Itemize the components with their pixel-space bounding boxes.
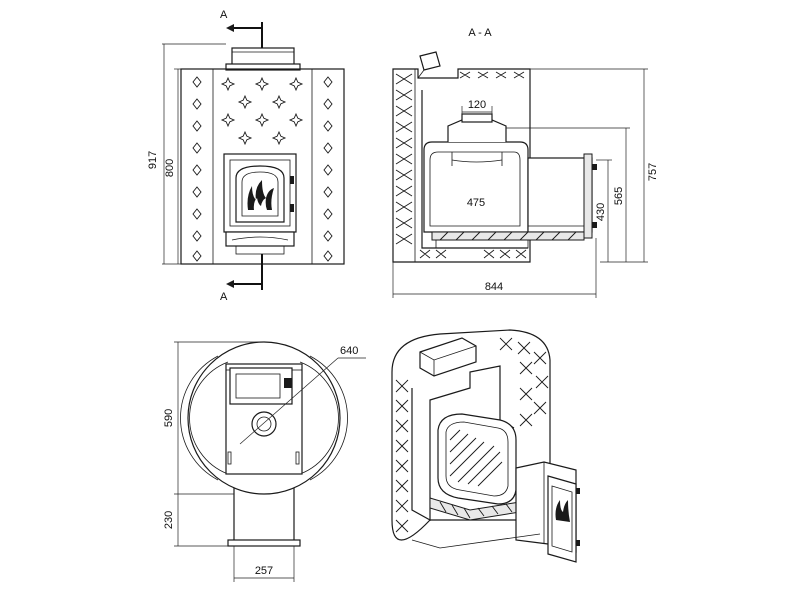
dim-section-height: 757 <box>647 163 659 181</box>
top-view: 640 590 230 257 <box>163 341 366 582</box>
front-left-column-pattern <box>192 76 202 262</box>
dim-top-diameter: 640 <box>340 345 358 357</box>
dim-firebox-height: 430 <box>595 203 607 221</box>
section-title: A - A <box>468 27 492 39</box>
dim-tunnel-length: 230 <box>163 511 175 529</box>
front-star-pattern <box>221 77 303 145</box>
front-right-column-pattern <box>323 76 333 262</box>
dim-section-width: 844 <box>485 281 503 293</box>
front-view: A A 917 800 <box>147 9 345 303</box>
dim-chimney-width: 120 <box>468 99 486 111</box>
dim-firebox-top-height: 565 <box>613 187 625 205</box>
dim-front-total-height: 917 <box>147 151 159 169</box>
dim-firebox-length: 475 <box>467 197 485 209</box>
section-view: A - A 844 <box>392 27 659 298</box>
flame-icon <box>247 180 274 210</box>
section-wall-pattern <box>395 71 527 259</box>
dim-front-body-height: 800 <box>164 159 176 177</box>
section-label-top: A <box>220 9 228 21</box>
section-label-bottom: A <box>220 291 228 303</box>
isometric-cutaway <box>391 329 580 563</box>
dim-tunnel-width: 257 <box>255 565 273 577</box>
dim-top-depth: 590 <box>163 409 175 427</box>
